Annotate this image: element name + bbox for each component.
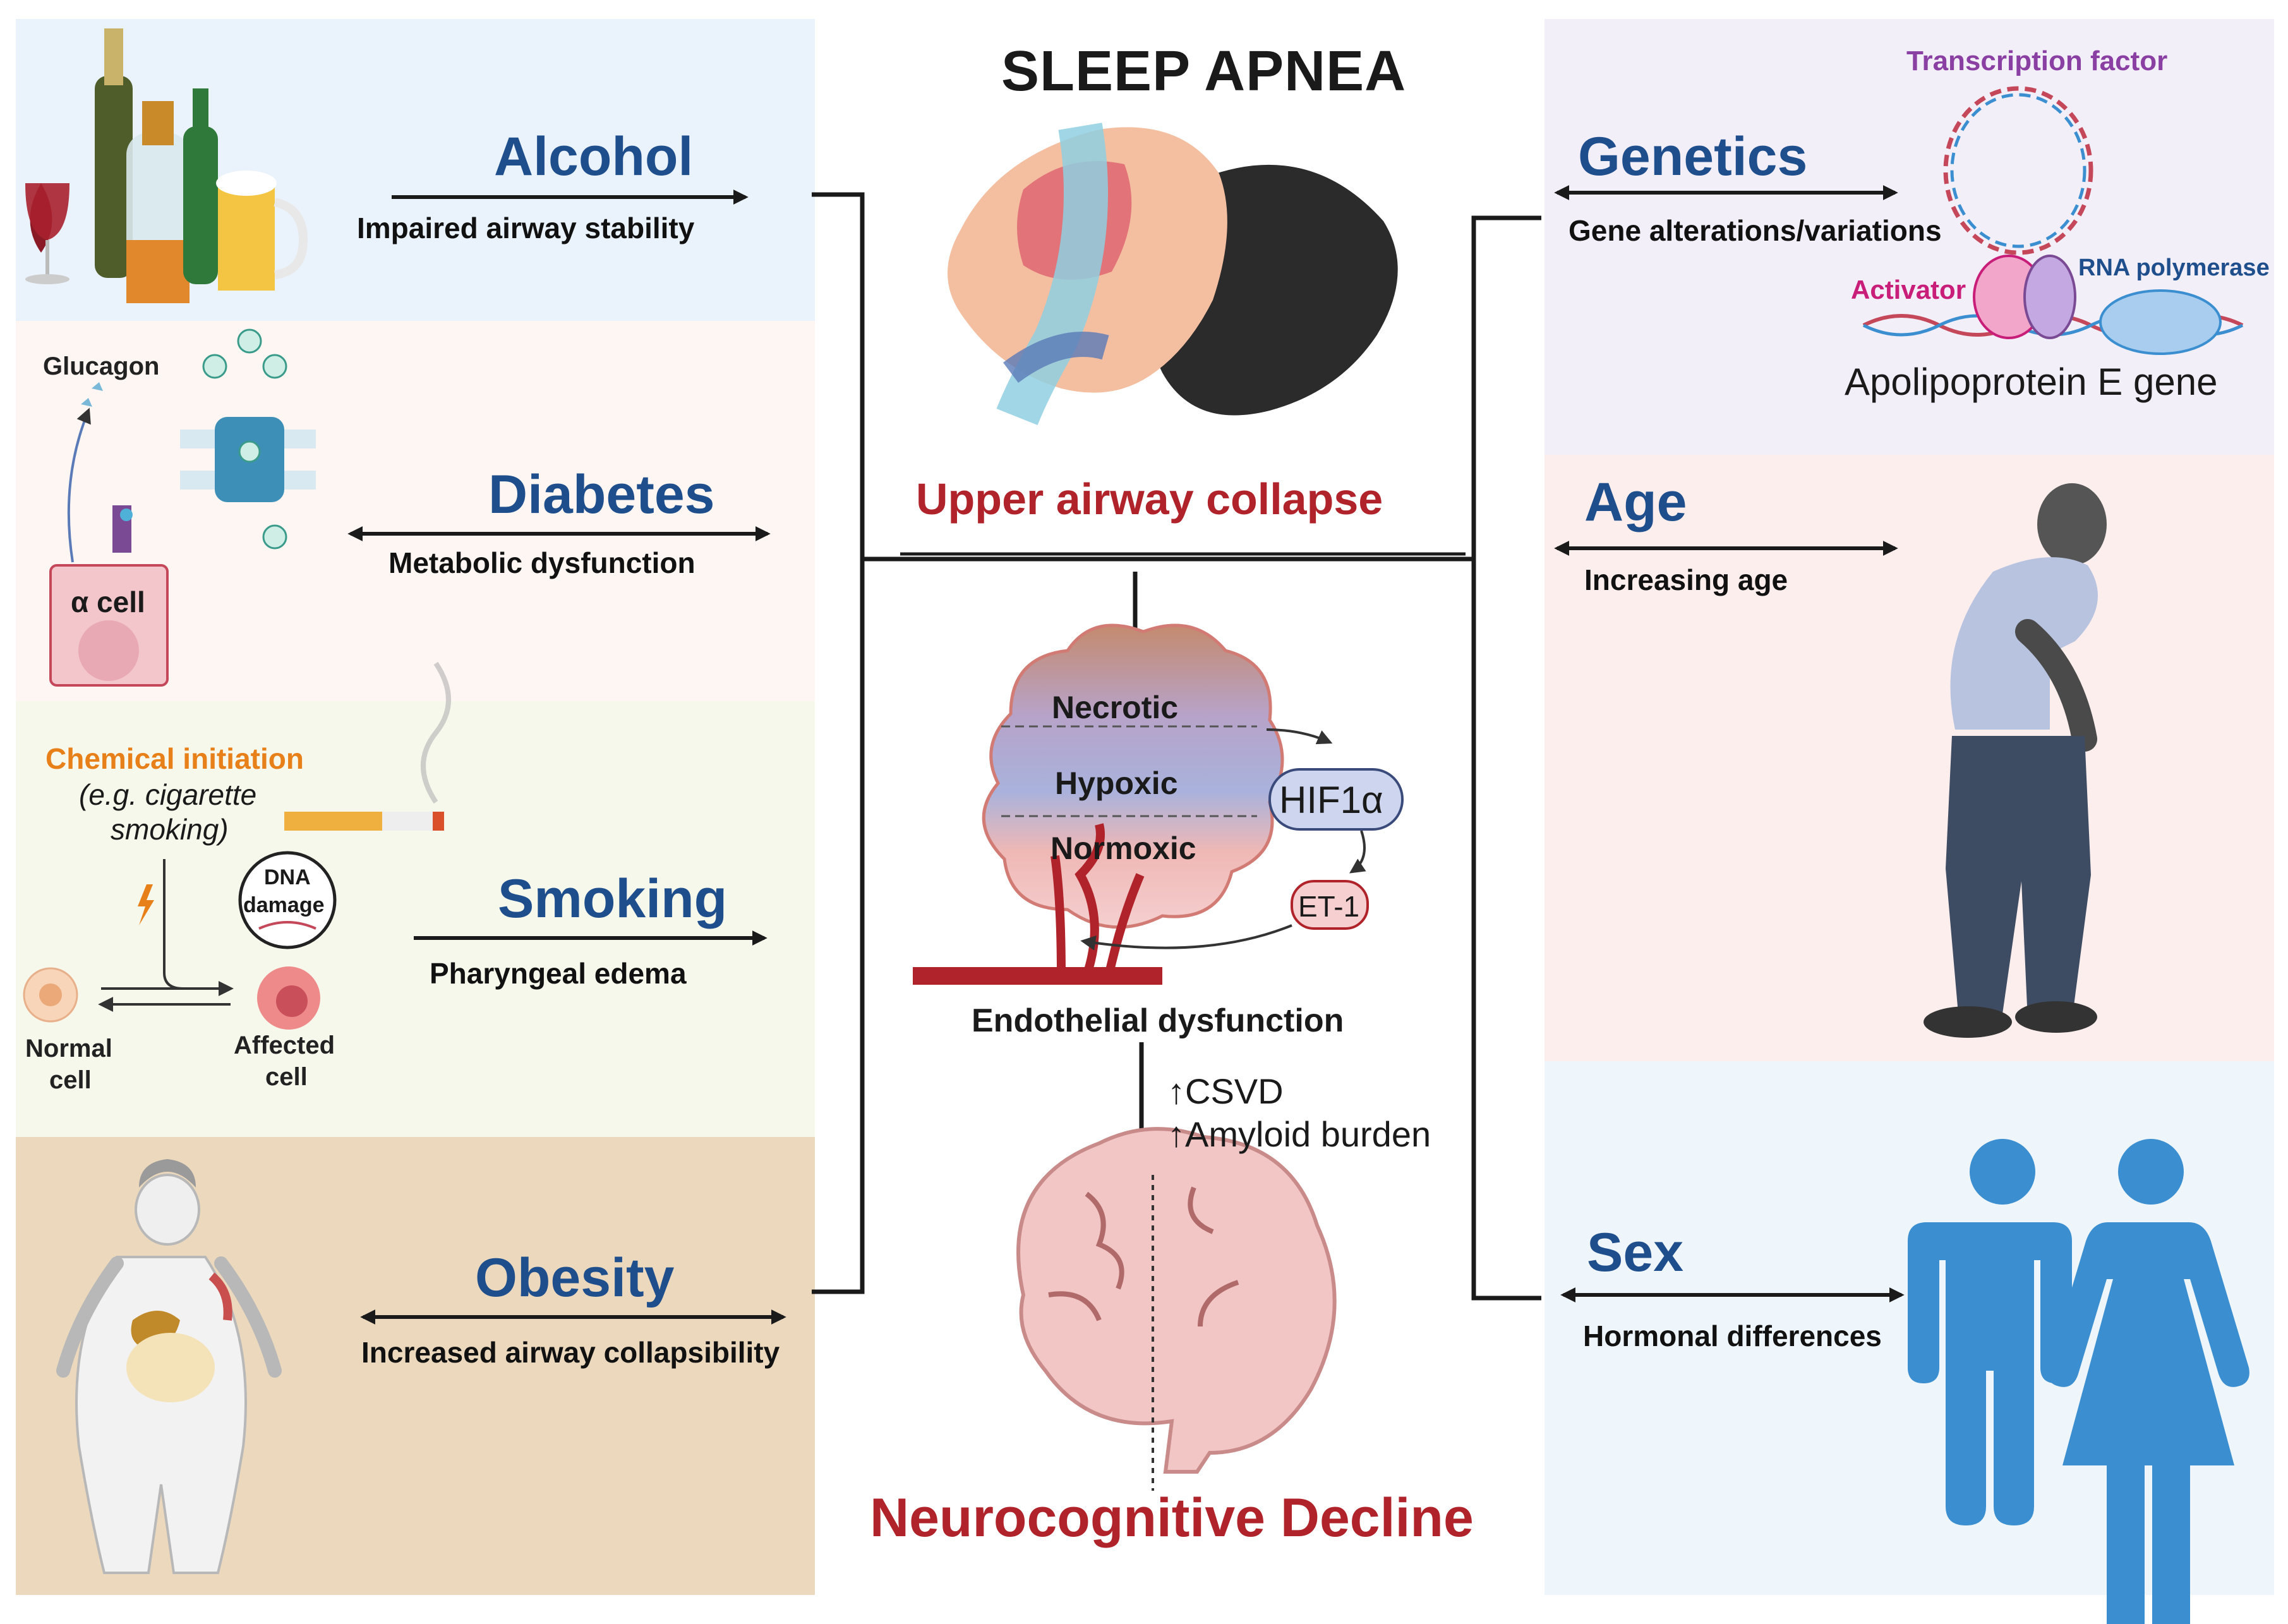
example-line1: (e.g. cigarette <box>79 778 257 811</box>
tumor-layer-necrotic: Necrotic <box>1052 690 1179 725</box>
dna-label-line1: DNA <box>264 865 311 889</box>
left-bracket <box>812 192 865 1294</box>
transcription-factor-label: Transcription factor <box>1906 45 2168 76</box>
activator-label: Activator <box>1851 275 1966 304</box>
panel-genetics <box>1544 19 2274 455</box>
sleep-apnea-title: SLEEP APNEA <box>1001 40 1407 103</box>
dna-label-line2: damage <box>243 893 325 917</box>
endothelial-dysfunction-label: Endothelial dysfunction <box>972 1002 1344 1039</box>
alcohol-subtitle: Impaired airway stability <box>357 212 695 244</box>
dna-loop-icon <box>1862 86 2244 355</box>
apoe-gene-label: Apolipoprotein E gene <box>1845 361 2218 403</box>
affected-cell-line2: cell <box>265 1063 308 1091</box>
diabetes-title: Diabetes <box>488 464 715 525</box>
hif-box <box>1268 768 1404 831</box>
cigarette-icon <box>284 661 451 831</box>
smoking-title: Smoking <box>498 869 728 929</box>
age-subtitle: Increasing age <box>1584 563 1788 596</box>
csvd-label: ↑CSVD <box>1167 1071 1284 1111</box>
woman-icon <box>2047 1139 2249 1624</box>
neurocognitive-decline-label: Neurocognitive Decline <box>870 1488 1474 1548</box>
chemical-initiation-label: Chemical initiation <box>45 742 304 775</box>
glucagon-label: Glucagon <box>43 352 160 380</box>
dna-damage-icon <box>238 851 337 949</box>
normal-cell-line2: cell <box>49 1066 92 1094</box>
obese-body-icon <box>56 1159 282 1574</box>
diabetes-subtitle: Metabolic dysfunction <box>388 546 695 579</box>
tumor-layer-hypoxic: Hypoxic <box>1055 766 1178 801</box>
brain-icon <box>1016 1127 1337 1491</box>
receptor-icon <box>180 328 316 550</box>
example-line2: smoking) <box>111 813 229 846</box>
affected-cell-line1: Affected <box>234 1032 335 1059</box>
age-title: Age <box>1584 472 1687 532</box>
genetics-subtitle: Gene alterations/variations <box>1568 214 1942 247</box>
head-airway-icon <box>948 123 1398 426</box>
smoking-subtitle: Pharyngeal edema <box>430 957 687 990</box>
upper-airway-collapse-label: Upper airway collapse <box>916 474 1383 524</box>
normal-cell-line1: Normal <box>25 1035 112 1062</box>
tumor-layer-normoxic: Normoxic <box>1051 831 1196 866</box>
tumor-icon <box>913 623 1366 985</box>
et1-box <box>1291 880 1369 930</box>
bottles-icon <box>25 28 308 303</box>
man-icon <box>1908 1139 2072 1525</box>
right-bracket <box>1471 215 1541 1301</box>
lightning-icon <box>138 884 154 925</box>
alcohol-title: Alcohol <box>494 126 694 187</box>
alpha-cell-label: α cell <box>71 586 145 618</box>
et1-label: ET-1 <box>1298 890 1360 923</box>
sex-title: Sex <box>1587 1222 1684 1283</box>
genetics-title: Genetics <box>1578 126 1808 187</box>
affected-cell-icon <box>257 966 320 1030</box>
obesity-title: Obesity <box>475 1248 675 1308</box>
alpha-cell-icon <box>49 382 169 687</box>
elderly-man-icon <box>1924 483 2107 1038</box>
obesity-subtitle: Increased airway collapsibility <box>361 1336 780 1369</box>
panel-age <box>1544 455 2274 1061</box>
hif1a-label: HIF1α <box>1279 779 1383 821</box>
normal-cell-icon <box>23 967 78 1023</box>
panel-smoking <box>16 701 815 1137</box>
rna-polymerase-label: RNA polymerase <box>2078 255 2270 281</box>
sex-subtitle: Hormonal differences <box>1583 1320 1882 1352</box>
amyloid-label: ↑Amyloid burden <box>1167 1114 1431 1154</box>
